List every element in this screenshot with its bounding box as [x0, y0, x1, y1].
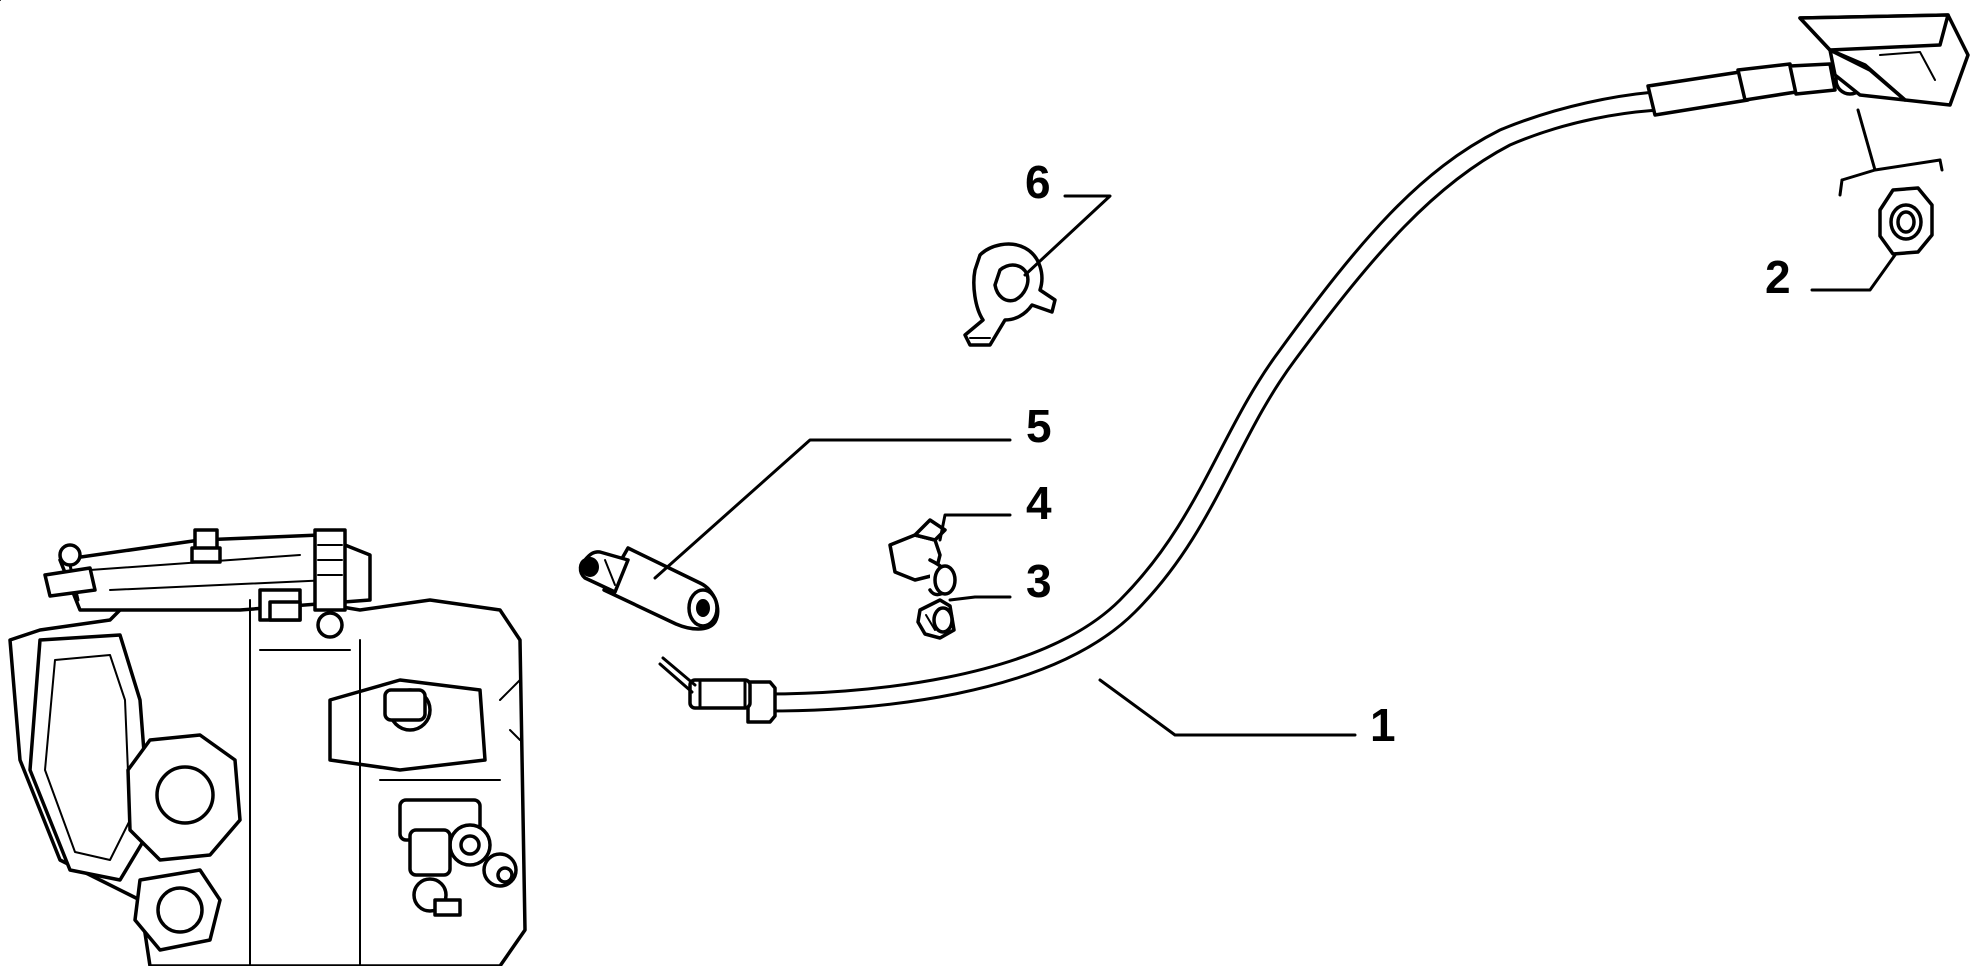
injection-pump-illustration [8, 528, 527, 966]
leader-line-6 [1023, 194, 1112, 277]
callout-5: 5 [1026, 400, 1052, 452]
leader-line-3 [948, 595, 1012, 602]
callout-6: 6 [1025, 156, 1051, 208]
mounting-bracket [1798, 13, 1970, 107]
callout-labels: 1 2 3 4 5 6 [1025, 156, 1791, 751]
cable-clamp [888, 518, 957, 597]
callout-3: 3 [1026, 555, 1052, 607]
leader-line-4 [938, 513, 1012, 542]
explode-guide-line [1840, 108, 1942, 182]
callout-1: 1 [1370, 699, 1396, 751]
callout-4: 4 [1026, 477, 1052, 529]
hex-nut [1878, 186, 1934, 256]
leader-lines [653, 194, 1897, 737]
explode-guide-left-tick [1838, 178, 1844, 197]
leader-line-1 [1098, 678, 1357, 737]
cable-ferrule [916, 598, 956, 640]
explode-guide-right-tick [1938, 158, 1944, 172]
leader-line-5 [653, 438, 1012, 580]
callout-2: 2 [1765, 251, 1791, 303]
leader-line-2 [1810, 253, 1897, 292]
control-cable [0, 0, 1869, 724]
cable-end-connector [578, 546, 720, 631]
